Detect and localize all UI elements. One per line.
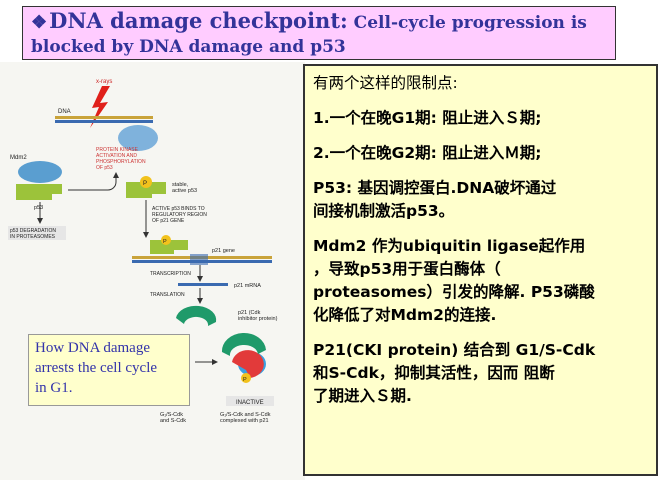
dna-damage-diagram: x-rays DNA PROTEIN KINASE ACTIVATION AND… xyxy=(0,62,305,480)
mdm2-shape xyxy=(18,161,62,183)
p53-mdm2-complex-shape xyxy=(16,184,62,200)
svg-text:P: P xyxy=(143,181,147,187)
caption-line-3: in G1. xyxy=(35,380,73,396)
checkpoint-2-paragraph: 2.一个在晚G2期: 阻止进入Ｍ期; xyxy=(313,144,542,162)
complex-label-1: G₁/S-Cdk and S-Cdk xyxy=(220,412,271,418)
kinase-label-1: PROTEIN KINASE xyxy=(96,147,139,153)
dna-strand-bottom xyxy=(55,120,153,123)
degradation-label-2: IN PROTEASOMES xyxy=(10,234,56,240)
kinase-label-2: ACTIVATION AND xyxy=(96,153,137,159)
p21-cdk-label-2: inhibitor protein) xyxy=(238,316,278,322)
svg-text:P: P xyxy=(243,377,247,383)
svg-text:P: P xyxy=(163,239,167,245)
explanation-box: 有两个这样的限制点: 1.一个在晚G1期: 阻止进入Ｓ期; 2.一个在晚G2期:… xyxy=(303,64,658,476)
p53-paragraph: P53: 基因调控蛋白.DNA破坏通过 间接机制激活p53。 xyxy=(313,179,557,220)
p21-gene-label: p21 gene xyxy=(212,248,235,254)
g1s-label-2: and S-Cdk xyxy=(160,418,186,424)
p21-protein-shape xyxy=(176,305,217,326)
title-line-2: blocked by DNA damage and p53 xyxy=(31,37,346,57)
caption-line-1: How DNA damage xyxy=(35,340,150,356)
translation-label: TRANSLATION xyxy=(150,292,185,298)
p21-mrna-label: p21 mRNA xyxy=(234,283,261,289)
kinase-label-3: PHOSPHORYLATION xyxy=(96,159,146,165)
stable-label-2: active p53 xyxy=(172,188,197,194)
title-sub: Cell-cycle progression is xyxy=(347,13,587,33)
degradation-label-1: p53 DEGRADATION xyxy=(10,228,56,234)
active-p53-shape xyxy=(126,182,166,198)
mdm2-label: Mdm2 xyxy=(10,155,27,161)
phosphate-icon xyxy=(140,176,152,188)
mdm2-paragraph: Mdm2 作为ubiquitin ligase起作用 ，导致p53用于蛋白酶体（… xyxy=(313,237,595,324)
figure-caption-box: How DNA damage arrests the cell cycle in… xyxy=(28,334,190,406)
stable-label-1: stable, xyxy=(172,182,189,188)
kinase-label-4: OF p53 xyxy=(96,165,113,171)
inactive-label: INACTIVE xyxy=(236,400,264,406)
protein-kinase-shape xyxy=(118,125,158,151)
diamond-bullet-icon: ❖ xyxy=(31,12,48,33)
title-line-1: ❖DNA damage checkpoint: Cell-cycle progr… xyxy=(31,9,607,35)
transcription-label: TRANSCRIPTION xyxy=(150,271,191,277)
xrays-label: x-rays xyxy=(96,79,112,85)
title-box: ❖DNA damage checkpoint: Cell-cycle progr… xyxy=(22,6,616,60)
active-label-3: OF p21 GENE xyxy=(152,218,185,224)
phosphorylation-arrow xyxy=(68,174,117,191)
caption-line-2: arrests the cell cycle xyxy=(35,360,158,376)
dna-label: DNA xyxy=(58,109,71,115)
p21-cdk-label-1: p21 (Cdk xyxy=(238,310,261,316)
dna-strand-top xyxy=(55,116,153,119)
p53-label: p53 xyxy=(34,205,43,211)
active-label-1: ACTIVE p53 BINDS TO xyxy=(152,206,205,212)
intro-paragraph: 有两个这样的限制点: xyxy=(313,74,458,92)
p21-mrna-shape xyxy=(178,283,228,286)
p21-paragraph: P21(CKI protein) 结合到 G1/S-Cdk 和S-Cdk，抑制其… xyxy=(313,341,596,405)
active-label-2: REGULATORY REGION xyxy=(152,212,207,218)
g1s-label-1: G₁/S-Cdk xyxy=(160,412,183,418)
checkpoint-1-paragraph: 1.一个在晚G1期: 阻止进入Ｓ期; xyxy=(313,109,542,127)
title-main: DNA damage checkpoint: xyxy=(49,8,348,33)
complex-label-2: complexed with p21 xyxy=(220,418,269,424)
